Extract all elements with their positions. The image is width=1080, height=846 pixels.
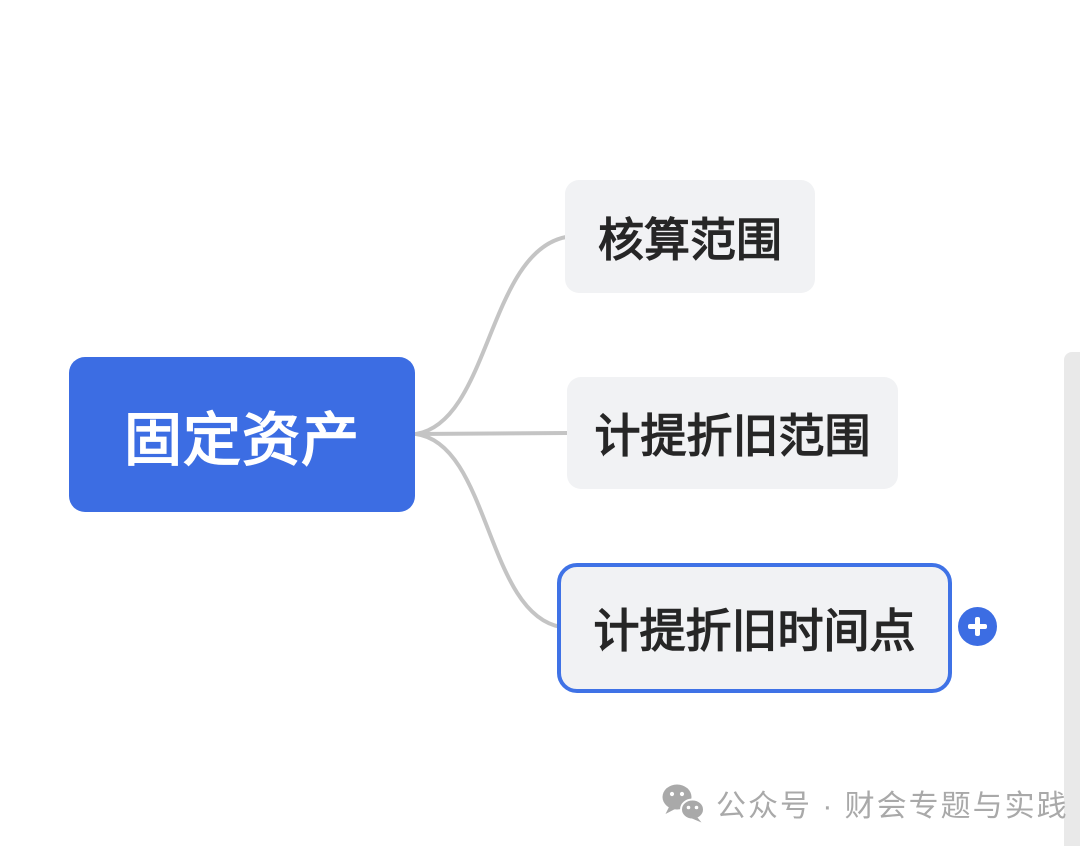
cutoff-panel-edge	[1064, 352, 1080, 846]
node-label: 计提折旧时间点	[593, 605, 916, 657]
node-label: 核算范围	[598, 213, 782, 266]
connector-root-to-child-2	[414, 431, 570, 436]
mindmap-root-node[interactable]: 固定资产	[69, 357, 415, 512]
node-label: 计提折旧范围	[594, 410, 871, 462]
mindmap-node-depreciation-scope[interactable]: 计提折旧范围	[567, 377, 898, 489]
mindmap-node-accounting-scope[interactable]: 核算范围	[565, 180, 815, 293]
root-node-label: 固定资产	[123, 407, 360, 473]
plus-icon	[968, 617, 987, 636]
add-child-button[interactable]	[958, 607, 997, 646]
connector-root-to-child-1	[414, 235, 568, 436]
connector-root-to-child-3	[414, 432, 563, 629]
watermark-text: 公众号 · 财会专题与实践	[716, 790, 1069, 823]
watermark: 公众号 · 财会专题与实践	[661, 781, 1069, 825]
mindmap-node-depreciation-timing-selected[interactable]: 计提折旧时间点	[557, 563, 952, 693]
wechat-icon	[662, 784, 705, 823]
